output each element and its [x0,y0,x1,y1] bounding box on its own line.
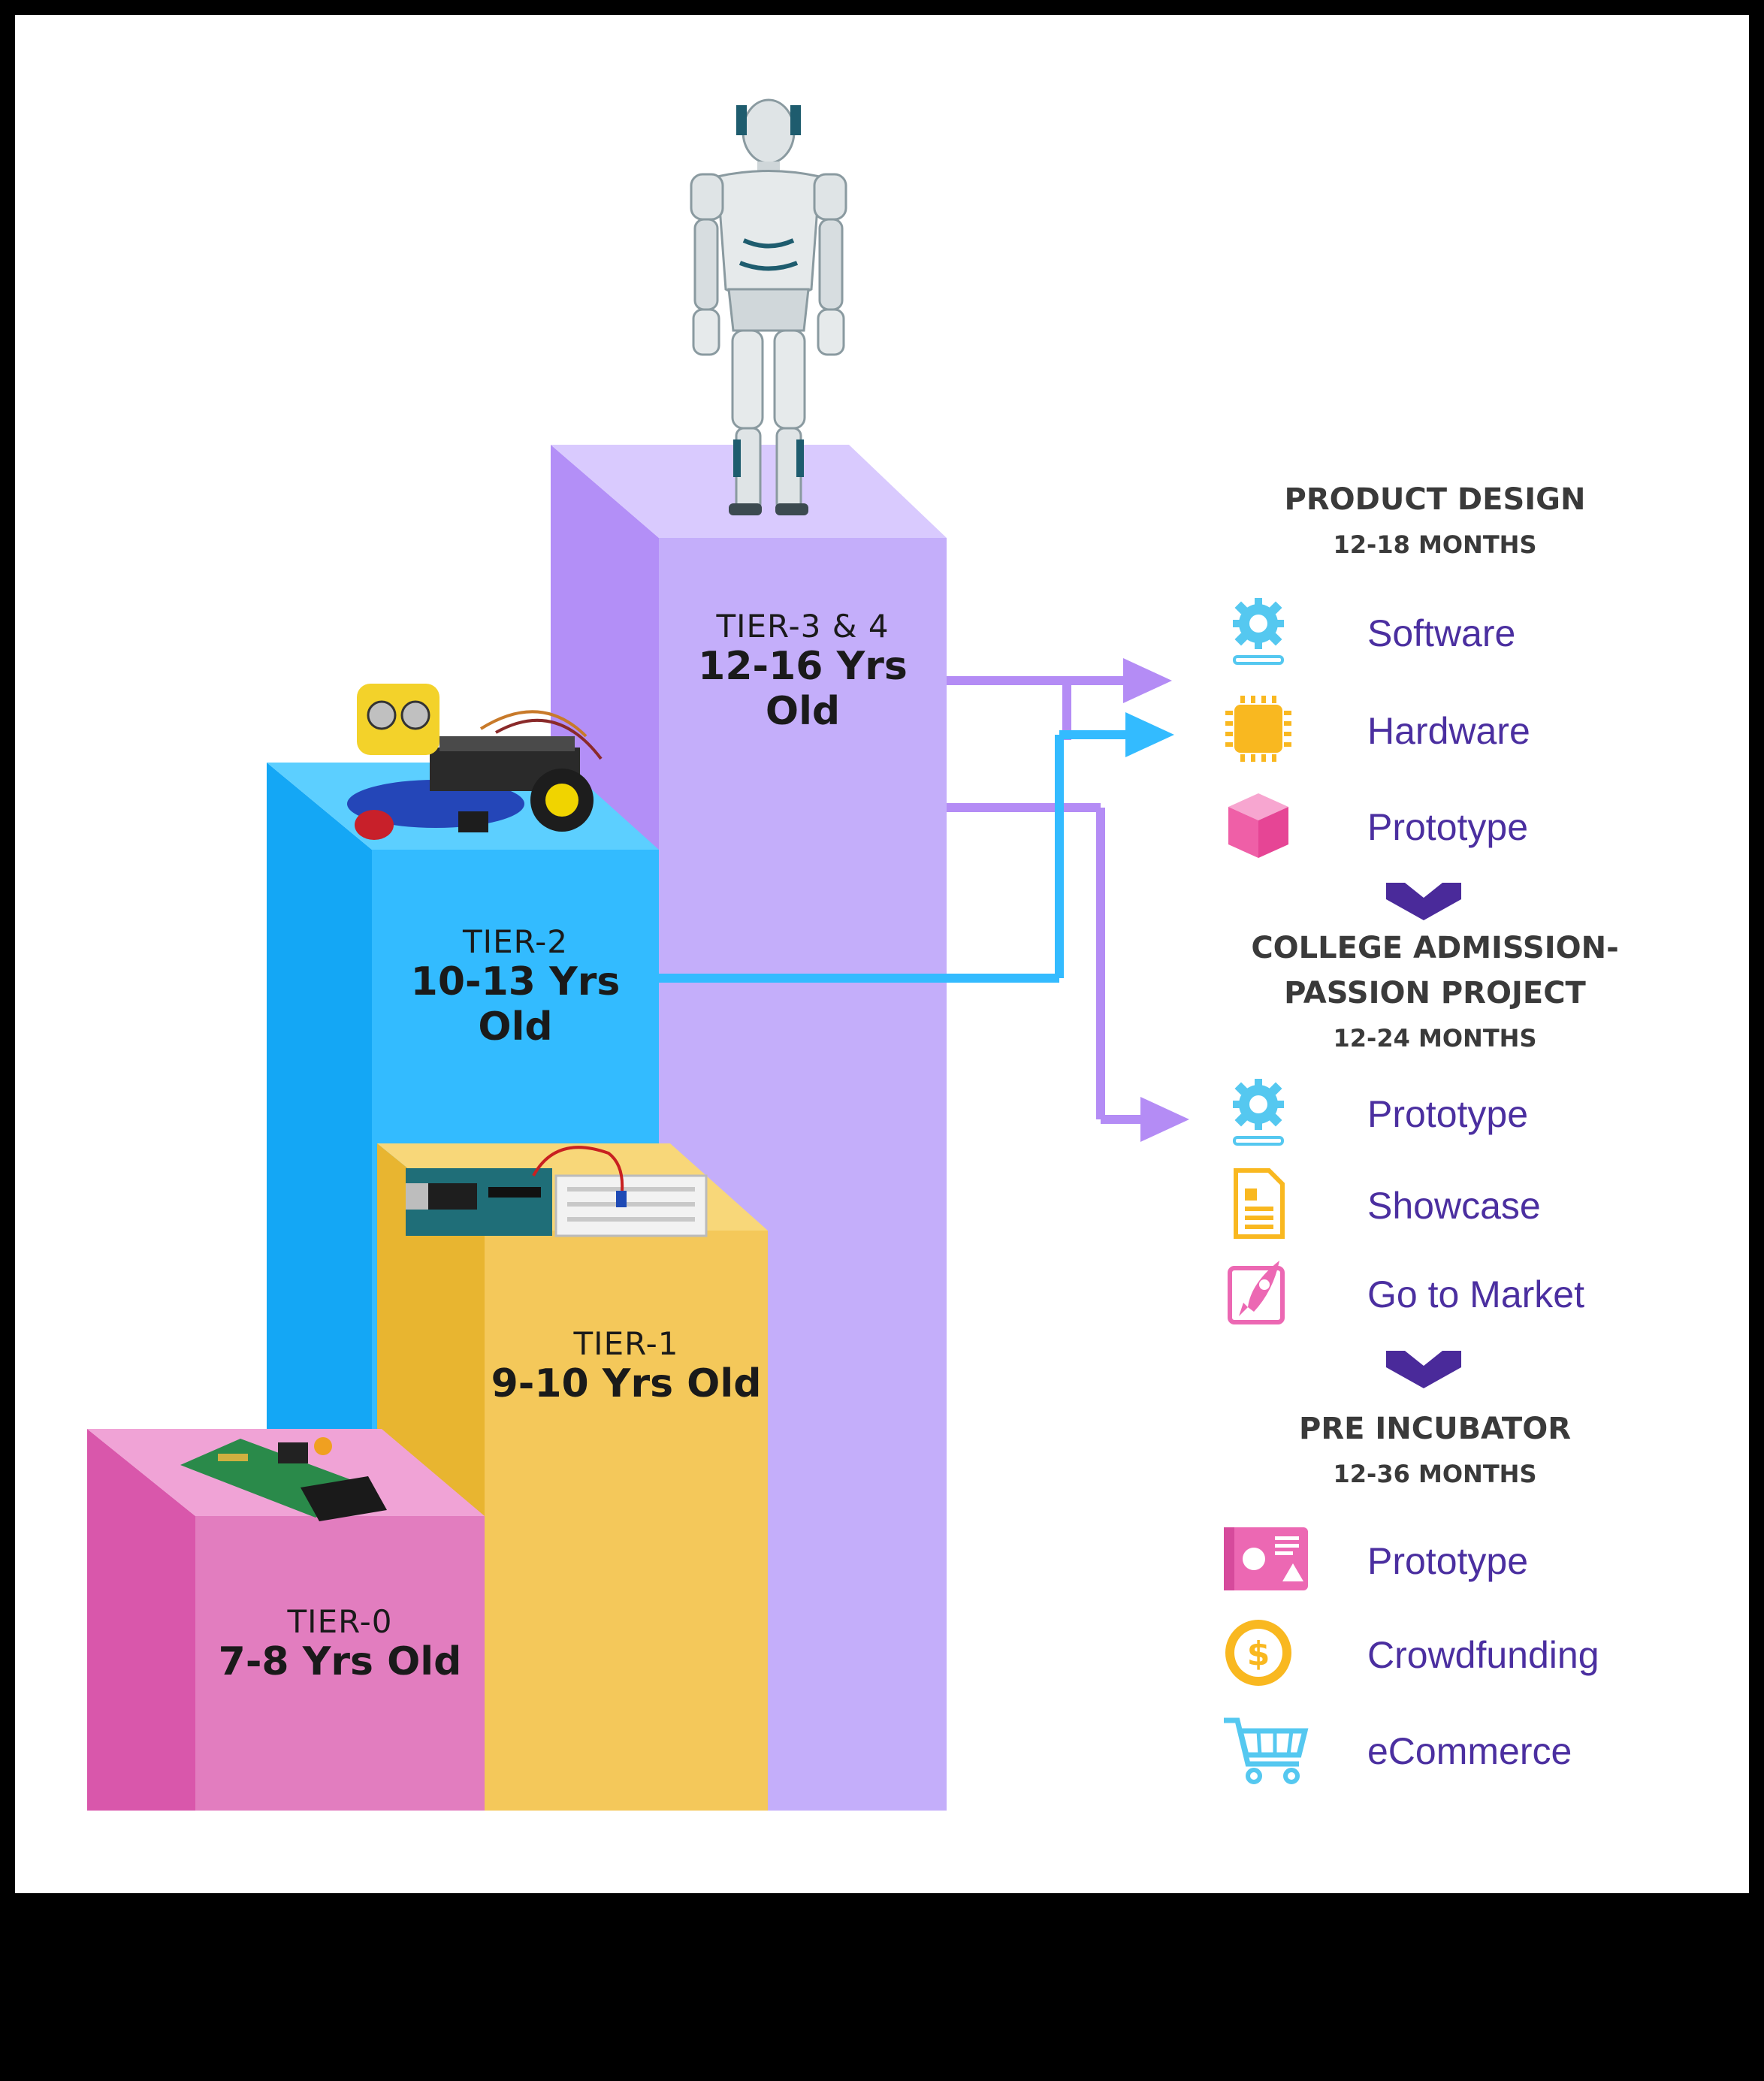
chevron-down-icon [1386,1351,1461,1388]
section-duration: 12-18 MONTHS [1333,530,1537,559]
dollar-coin-icon: $ [1225,1620,1291,1686]
product-design-header: PRODUCT DESIGN 12-18 MONTHS [1217,477,1653,567]
list-item-hardware: Hardware [1221,691,1732,766]
item-label: Prototype [1367,806,1529,848]
tier-0-age: 7-8 Yrs Old [218,1639,462,1685]
tier-0-block [87,1429,485,1811]
rocket-icon [1228,1261,1285,1324]
chevron-down-icon [1386,883,1461,920]
item-label: Showcase [1367,1185,1541,1227]
blueprint-icon [1224,1527,1308,1590]
tier-3-age: 12-16 Yrs Old [698,644,908,735]
section-duration: 12-36 MONTHS [1333,1460,1537,1488]
list-item-prototype: Prototype [1221,787,1732,862]
section-duration: 12-24 MONTHS [1333,1024,1537,1053]
arrowhead-product-design [1123,658,1172,703]
item-label: Prototype [1367,1093,1529,1135]
shopping-cart-icon [1224,1717,1309,1784]
list-item-prototype: Prototype [1221,1521,1732,1596]
arrowhead-college-admission [1140,1097,1189,1142]
section-title-line1: COLLEGE ADMISSION- [1251,931,1619,965]
tier-0-label: TIER-0 7-8 Yrs Old [195,1603,485,1685]
section-title: PRE INCUBATOR [1299,1412,1571,1446]
gear-icon [1233,598,1284,665]
cube-icon [1228,793,1288,858]
tier-1-label: TIER-1 9-10 Yrs Old [485,1325,768,1407]
list-item-prototype: Prototype [1221,1074,1732,1149]
list-item-ecommerce: eCommerce [1221,1711,1732,1787]
humanoid-robot-image [690,98,847,515]
list-item-go-to-market: Go to Market [1221,1255,1732,1330]
svg-text:$: $ [1247,1635,1270,1673]
tier-1-age: 9-10 Yrs Old [491,1361,762,1407]
tier-3-arrow [947,676,1142,1124]
document-icon [1234,1168,1285,1239]
item-label: Go to Market [1367,1273,1584,1315]
tier-2-label: TIER-2 10-13 Yrs Old [372,923,659,1050]
list-item-crowdfunding: $ Crowdfunding [1221,1615,1732,1690]
tier-1-name: TIER-1 [573,1325,679,1362]
college-admission-header: COLLEGE ADMISSION- PASSION PROJECT 12-24… [1217,926,1653,1061]
circuit-board-image [180,1437,387,1521]
arduino-breadboard-image [406,1146,708,1237]
item-label: eCommerce [1367,1730,1572,1772]
item-label: Software [1367,612,1516,654]
tier-0-name: TIER-0 [287,1603,393,1640]
list-item-software: Software [1221,593,1732,669]
item-label: Crowdfunding [1367,1634,1599,1676]
tier-3-label: TIER-3 & 4 12-16 Yrs Old [659,608,947,735]
tier-3-name: TIER-3 & 4 [716,608,890,645]
tier-2-age: 10-13 Yrs Old [410,959,621,1050]
gear-icon [1233,1079,1284,1146]
diagram-canvas: TIER-3 & 4 12-16 Yrs Old TIER-2 10-13 Yr… [15,15,1749,1893]
section-title: PRODUCT DESIGN [1284,482,1586,517]
item-label: Hardware [1367,710,1530,752]
item-label: Prototype [1367,1540,1529,1582]
chip-icon [1225,696,1291,762]
tier-2-arrow [659,730,1127,983]
arrowhead-tier-2 [1125,712,1174,757]
section-title-line2: PASSION PROJECT [1284,976,1586,1010]
tier-2-name: TIER-2 [463,923,568,960]
robot-car-image [347,684,603,840]
list-item-showcase: Showcase [1221,1166,1732,1241]
tier-steps [87,98,1189,1811]
pre-incubator-header: PRE INCUBATOR 12-36 MONTHS [1217,1406,1653,1497]
